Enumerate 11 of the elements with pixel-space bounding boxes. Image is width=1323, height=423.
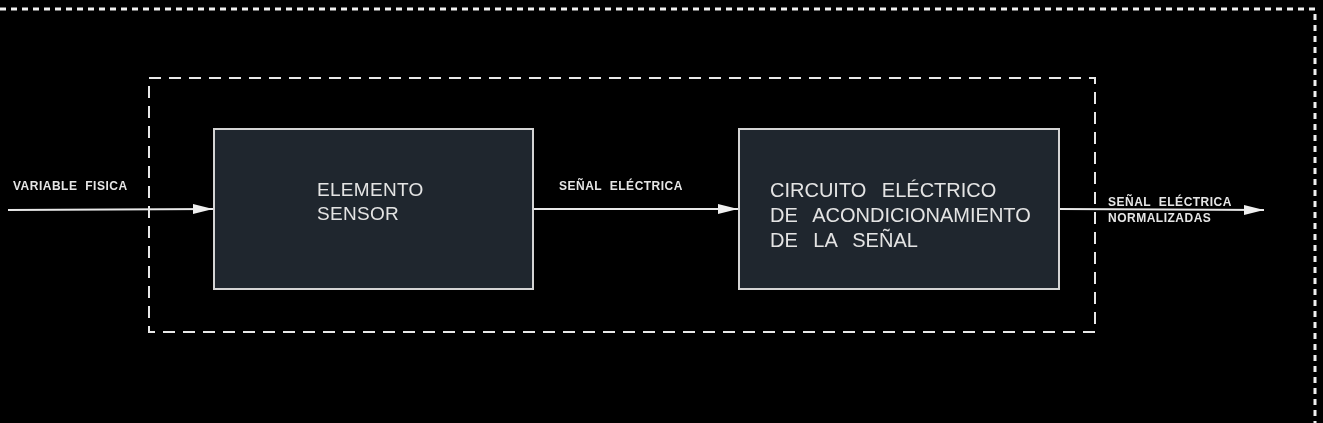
process-box xyxy=(213,128,534,290)
arrow xyxy=(533,204,739,214)
edge-label: SEÑAL ELÉCTRICA xyxy=(559,178,683,194)
box-text: CIRCUITO ELÉCTRICO DE ACONDICIONAMIENTO DE LA SEÑAL xyxy=(770,178,1032,253)
arrow xyxy=(1059,204,1265,215)
arrow xyxy=(7,204,214,215)
edge-label: SEÑAL ELÉCTRICA NORMALIZADAS xyxy=(1108,194,1233,226)
edge-label: VARIABLE FISICA xyxy=(13,178,128,194)
dashed-boundary-box xyxy=(148,77,1096,333)
process-box xyxy=(738,128,1060,290)
box-text: ELEMENTO SENSOR xyxy=(317,178,425,226)
